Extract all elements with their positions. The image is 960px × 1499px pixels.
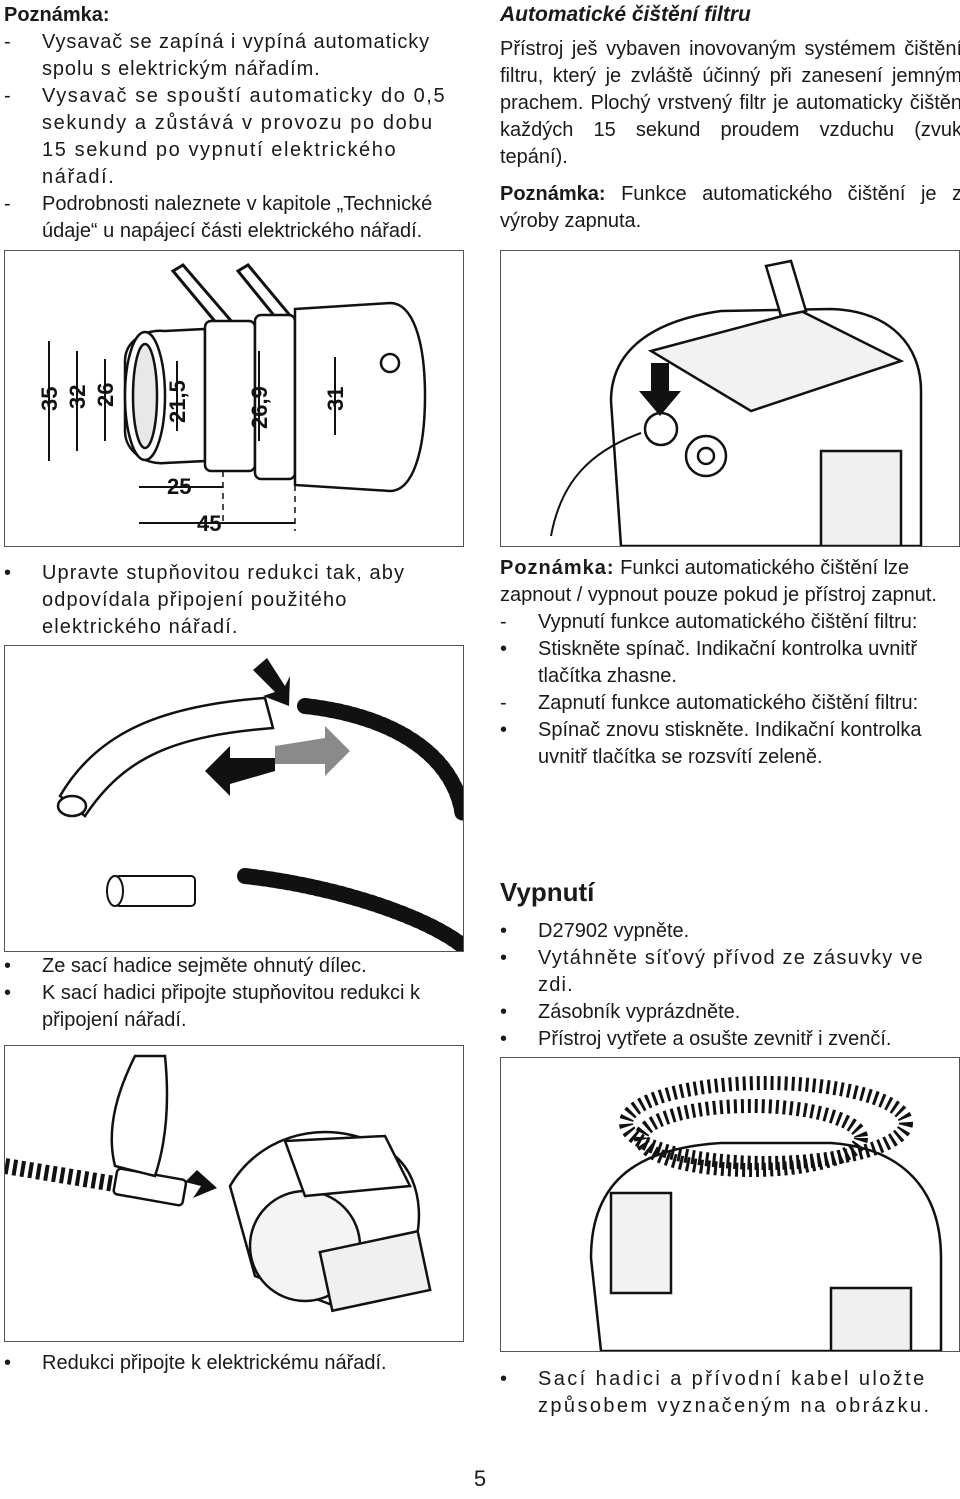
shutdown-title: Vypnutí: [500, 877, 595, 907]
dim-label: 32: [65, 385, 90, 409]
dim-label: 26,9: [247, 386, 272, 429]
switch-note: Poznámka: Funkci automatického čištění l…: [500, 555, 960, 771]
hose-reducer-figure: [4, 645, 464, 952]
shutdown-step: Vytáhněte síťový přívod ze zásuvky ve zd…: [538, 947, 924, 996]
attach-arrow-icon: [275, 726, 350, 776]
adjust-step: •Upravte stupňovitou redukci tak, aby od…: [4, 562, 406, 638]
switch-on-heading: Zapnutí funkce automatického čištění fil…: [538, 692, 919, 714]
connect-step-text: Redukci připojte k elektrickému nářadí.: [42, 1352, 387, 1374]
auto-clean-section: Automatické čištění filtru Přístroj ješ …: [500, 2, 960, 235]
dim-label: 35: [37, 387, 62, 411]
connect-arrow-icon: [185, 1170, 217, 1198]
storage-figure: [500, 1057, 960, 1352]
vacuum-switch-figure: [500, 250, 960, 547]
page-number: 5: [473, 1466, 487, 1491]
dim-label: 45: [197, 511, 221, 536]
reducer-dimensions-figure: 35 32 26 21,5 26,9 31 25 45: [4, 250, 464, 547]
remove-arrow-icon: [205, 746, 275, 796]
press-arrow-icon: [253, 658, 290, 706]
auto-clean-body: Přístroj ješ vybaven inovovaným systémem…: [500, 38, 960, 168]
dim-label: 21,5: [165, 380, 190, 423]
auto-clean-title: Automatické čištění filtru: [500, 3, 751, 26]
hand: [110, 1054, 169, 1178]
store-step-text: Sací hadici a přívodní kabel uložte způs…: [538, 1368, 932, 1417]
press-arrow-icon: [639, 363, 681, 416]
dim-label: 31: [323, 387, 348, 411]
switch-off-step: Stiskněte spínač. Indikační kontrolka uv…: [538, 638, 918, 687]
switch-on-step: Spínač znovu stiskněte. Indikační kontro…: [538, 719, 922, 768]
hose-step: K sací hadici připojte stupňovitou reduk…: [42, 982, 420, 1031]
switch-off-heading: Vypnutí funkce automatického čištění fil…: [538, 611, 918, 633]
note-title: Poznámka:: [4, 4, 110, 26]
hose-step: Ze sací hadice sejměte ohnutý dílec.: [42, 955, 367, 977]
adjust-step-text: Upravte stupňovitou redukci tak, aby odp…: [42, 562, 406, 638]
hose-steps: •Ze sací hadice sejměte ohnutý dílec. •K…: [4, 955, 420, 1031]
note-item: -Vysavač se zapíná i vypíná automaticky …: [4, 31, 431, 80]
note-block: Poznámka: -Vysavač se zapíná i vypíná au…: [4, 2, 466, 245]
note-item: -Podrobnosti naleznete v kapitole „Techn…: [4, 193, 433, 242]
store-step: •Sací hadici a přívodní kabel uložte způ…: [500, 1368, 932, 1417]
shutdown-section: Vypnutí •D27902 vypněte. •Vytáhněte síťo…: [500, 876, 960, 1053]
switch-note-text: Poznámka: Funkci automatického čištění l…: [500, 557, 937, 606]
connect-tool-figure: [4, 1045, 464, 1342]
auto-clean-note: Poznámka: Funkce automatického čištění j…: [500, 183, 960, 232]
dim-label: 25: [167, 474, 191, 499]
shutdown-step: Zásobník vyprázdněte.: [538, 1001, 741, 1023]
note-item: -Vysavač se spouští automaticky do 0,5 s…: [4, 85, 447, 188]
shutdown-step: D27902 vypněte.: [538, 920, 690, 942]
dim-label: 26: [93, 383, 118, 407]
connect-step: •Redukci připojte k elektrickému nářadí.: [4, 1352, 387, 1374]
shutdown-step: Přístroj vytřete a osušte zevnitř i zven…: [538, 1028, 892, 1050]
